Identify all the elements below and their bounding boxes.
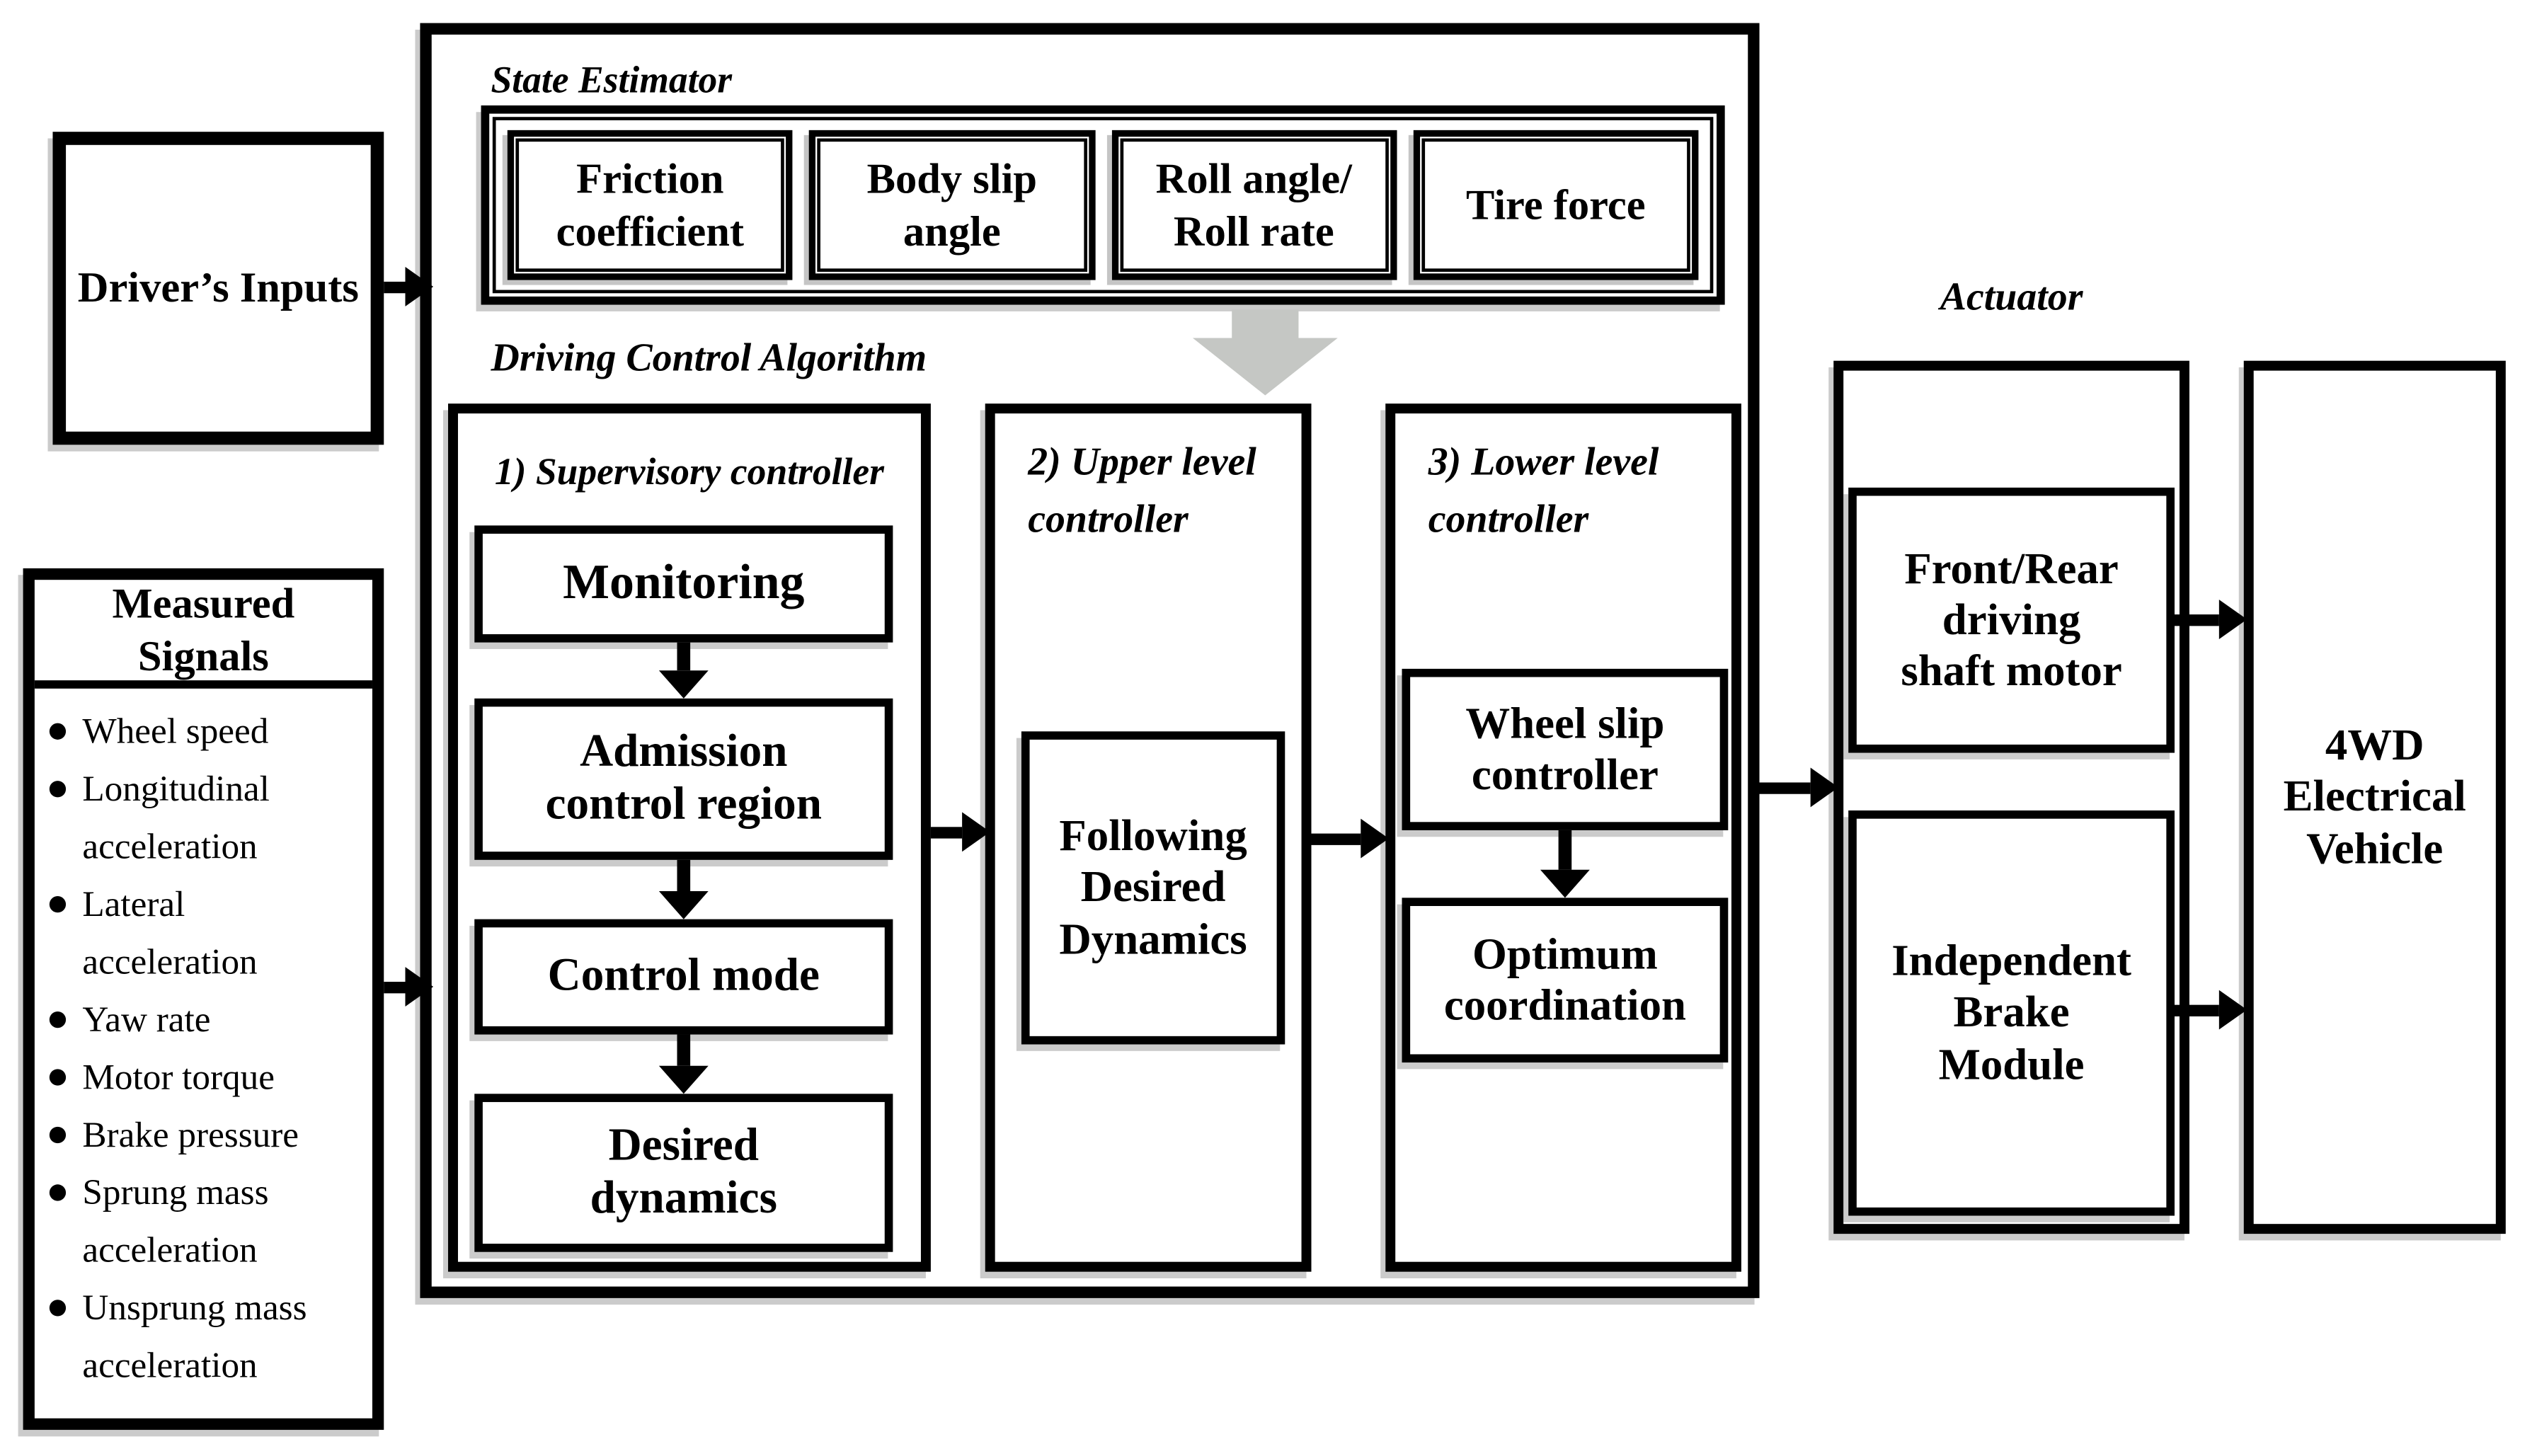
- bullet-icon: [49, 1184, 67, 1201]
- list-item-label: Sprung mass acceleration: [82, 1171, 269, 1271]
- list-item-label: Longitudinal acceleration: [82, 767, 270, 867]
- driver-inputs-box: Driver’s Inputs: [52, 132, 384, 445]
- optimum-coordination-box: Optimum coordination: [1402, 898, 1729, 1063]
- bullet-icon: [49, 1300, 67, 1317]
- upper-level-controller-label: 2) Upper level controller: [1028, 441, 1256, 542]
- state-estimator-container: Friction coefficient Body slip angle Rol…: [481, 105, 1725, 305]
- driving-control-algorithm-label: Driving Control Algorithm: [491, 338, 927, 381]
- list-item-label: Wheel speed: [82, 710, 269, 752]
- measured-signals-title: Measured Signals: [34, 580, 372, 689]
- list-item-label: Lateral acceleration: [82, 883, 258, 982]
- list-item: Lateral acceleration: [45, 875, 369, 990]
- list-item: Brake pressure: [45, 1106, 369, 1163]
- tire-force-box: Tire force: [1413, 130, 1699, 280]
- desired-dynamics-box: Desired dynamics: [474, 1094, 893, 1252]
- arrow-upper-to-lower-icon: [1311, 817, 1389, 860]
- list-item: Yaw rate: [45, 990, 369, 1048]
- body-slip-angle-box: Body slip angle: [809, 130, 1095, 280]
- down-arrow-icon: [658, 859, 709, 919]
- list-item-label: Unsprung mass acceleration: [82, 1286, 307, 1386]
- control-mode-box: Control mode: [474, 919, 893, 1035]
- arrow-driver-to-control-icon: [384, 265, 434, 309]
- vehicle-box: 4WD Electrical Vehicle: [2243, 360, 2506, 1234]
- monitoring-box: Monitoring: [474, 525, 893, 643]
- roll-angle-rate-box: Roll angle/ Roll rate: [1111, 130, 1397, 280]
- list-item-label: Motor torque: [82, 1055, 275, 1097]
- list-item-label: Brake pressure: [82, 1113, 299, 1155]
- down-arrow-icon: [1540, 830, 1590, 898]
- admission-control-region-box: Admission control region: [474, 698, 893, 860]
- bullet-icon: [49, 1126, 67, 1144]
- arrow-control-to-actuator-icon: [1753, 766, 1839, 809]
- wheel-slip-controller-box: Wheel slip controller: [1402, 668, 1729, 830]
- front-rear-driving-shaft-motor-box: Front/Rear driving shaft motor: [1848, 487, 2175, 753]
- actuator-label: Actuator: [1940, 276, 2083, 320]
- bullet-icon: [49, 896, 67, 913]
- following-desired-dynamics-box: Following Desired Dynamics: [1021, 731, 1285, 1045]
- independent-brake-module-box: Independent Brake Module: [1848, 810, 2175, 1216]
- supervisory-controller-label: 1) Supervisory controller: [494, 451, 885, 493]
- bullet-icon: [49, 781, 67, 798]
- list-item: Wheel speed: [45, 701, 369, 759]
- arrow-brake-to-vehicle-icon: [2174, 988, 2247, 1031]
- lower-level-controller-box: [1385, 403, 1741, 1272]
- bullet-icon: [49, 723, 67, 740]
- list-item: Longitudinal acceleration: [45, 759, 369, 875]
- supervisory-controller-box: [448, 403, 931, 1272]
- down-arrow-icon: [658, 1034, 709, 1094]
- measured-signals-box: Measured Signals Wheel speed Longitudina…: [23, 568, 384, 1431]
- list-item: Sprung mass acceleration: [45, 1163, 369, 1278]
- down-arrow-icon: [658, 642, 709, 699]
- lower-level-controller-label: 3) Lower level controller: [1428, 441, 1659, 542]
- measured-signals-list: Wheel speed Longitudinal acceleration La…: [35, 689, 372, 1394]
- bullet-icon: [49, 1011, 67, 1028]
- state-estimator-label: State Estimator: [491, 59, 733, 101]
- bullet-icon: [49, 1069, 67, 1086]
- list-item-label: Yaw rate: [82, 998, 211, 1040]
- friction-coefficient-box: Friction coefficient: [507, 130, 793, 280]
- arrow-signals-to-control-icon: [384, 965, 434, 1009]
- list-item: Unsprung mass acceleration: [45, 1278, 369, 1394]
- list-item: Motor torque: [45, 1048, 369, 1105]
- arrow-supervisory-to-upper-icon: [930, 810, 990, 854]
- arrow-motor-to-vehicle-icon: [2174, 598, 2247, 641]
